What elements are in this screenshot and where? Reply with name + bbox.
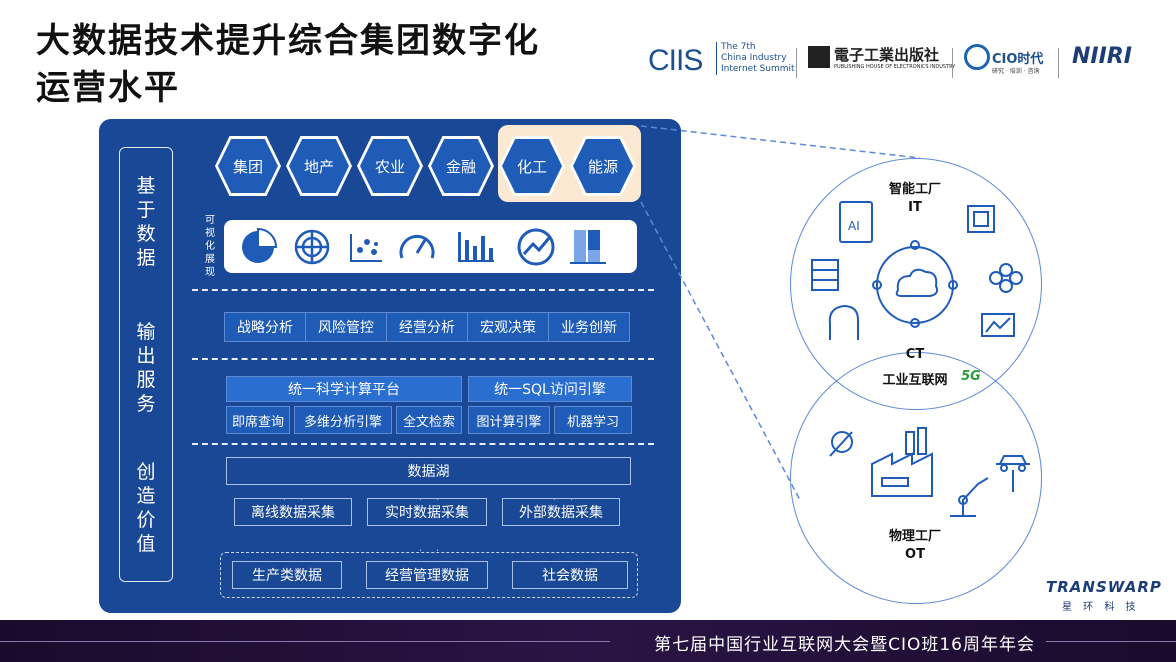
industry-label: 农业 (360, 139, 420, 193)
molecule-icon (989, 263, 1023, 293)
sources-group (220, 552, 638, 598)
ciis-logo: CIIS (648, 44, 703, 77)
server-icon (811, 259, 839, 291)
viz-icons (242, 227, 606, 266)
niiri-logo: NIIRI (1072, 44, 1132, 69)
industry-hex[interactable]: 能源 (570, 136, 636, 196)
side-label-data: 基于数据 (120, 174, 172, 270)
pie-chart-icon (242, 227, 278, 263)
analysis-button[interactable]: 宏观决策 (467, 312, 549, 342)
trend-icon (517, 228, 555, 266)
engine-button[interactable]: 机器学习 (554, 406, 632, 434)
side-label-data-text: 基于数据 (136, 175, 156, 269)
section-divider (192, 289, 654, 291)
brand-logo: TRANSWARP (1046, 578, 1162, 596)
title-line-2: 运营水平 (36, 68, 180, 108)
viz-label: 可视化展现 (205, 215, 215, 278)
footer-text: 第七届中国行业互联网大会暨CIO班16周年年会 (654, 635, 1035, 655)
cio-subtitle: 研究 · 培训 · 咨询 (992, 68, 1040, 75)
cio-icon (964, 44, 990, 70)
industry-hex[interactable]: 集团 (215, 136, 281, 196)
factory-icon (871, 427, 933, 497)
section-divider (192, 443, 654, 445)
engine-button[interactable]: 全文检索 (396, 406, 462, 434)
connector-line-bottom (640, 201, 801, 501)
industry-hex[interactable]: 地产 (286, 136, 352, 196)
value-side-bar: 基于数据 输出服务 创造价值 (119, 147, 173, 582)
industry-hex[interactable]: 化工 (499, 136, 565, 196)
analysis-button[interactable]: 风险管控 (305, 312, 387, 342)
footer-rule-left (0, 641, 610, 642)
engine-button[interactable]: 即席查询 (226, 406, 290, 434)
head-brain-icon (828, 304, 859, 340)
logo-divider (796, 48, 797, 78)
car-lift-icon (996, 455, 1030, 492)
gear-wrench-icon (829, 431, 853, 457)
publisher-logo: 電子工業出版社 (834, 46, 940, 64)
data-lake-box[interactable]: 数据湖 (226, 457, 631, 485)
side-label-value-text: 创造价值 (136, 461, 156, 555)
ciis-sub-3: Internet Summit (721, 64, 795, 74)
viz-icon-bar (224, 220, 637, 273)
cloud-network-icon (872, 240, 958, 328)
radar-icon (294, 229, 330, 265)
sql-engine[interactable]: 统一SQL访问引擎 (468, 376, 632, 402)
compute-platform[interactable]: 统一科学计算平台 (226, 376, 462, 402)
engine-button[interactable]: 图计算引擎 (468, 406, 550, 434)
publisher-icon (808, 46, 830, 68)
ai-document-icon: AI (839, 201, 873, 243)
brand-subtitle: 星 环 科 技 (1062, 602, 1140, 613)
source-box[interactable]: 生产类数据 (232, 561, 342, 589)
collection-box[interactable]: 离线数据采集 (234, 498, 352, 526)
title-line-1: 大数据技术提升综合集团数字化 (36, 21, 540, 61)
collection-box[interactable]: 外部数据采集 (502, 498, 620, 526)
scatter-icon (350, 234, 382, 262)
cio-logo: CIO时代 (992, 52, 1044, 67)
industry-label: 化工 (502, 139, 562, 193)
connector-line-top (640, 125, 921, 159)
monitor-chart-icon (981, 313, 1015, 337)
ot-subtitle: OT (905, 547, 925, 562)
source-box[interactable]: 社会数据 (512, 561, 628, 589)
industry-hex[interactable]: 农业 (357, 136, 423, 196)
industry-hex[interactable]: 金融 (428, 136, 494, 196)
page-title: 大数据技术提升综合集团数字化 运营水平 (36, 18, 540, 112)
ot-title: 物理工厂 (888, 529, 941, 544)
ot-icons (829, 427, 1030, 517)
chip-icon (967, 205, 995, 233)
collection-box[interactable]: 实时数据采集 (367, 498, 487, 526)
it-subtitle: IT (908, 200, 922, 215)
robot-arm-icon (950, 477, 989, 517)
5g-badge: 5G (961, 369, 981, 384)
section-divider (192, 358, 654, 360)
ciis-sub-2: China Industry (721, 53, 787, 63)
bar-chart-icon (458, 232, 494, 262)
it-title: 智能工厂 (888, 182, 941, 197)
industry-label: 金融 (431, 139, 491, 193)
industry-label: 集团 (218, 139, 278, 193)
block-chart-icon (570, 230, 606, 264)
sponsor-logos: CIIS The 7th China Industry Internet Sum… (648, 40, 1148, 84)
analysis-button[interactable]: 业务创新 (548, 312, 630, 342)
ciis-sub-1: The 7th (721, 42, 756, 52)
footer-rule-right (1046, 641, 1176, 642)
ciis-subtitle: The 7th China Industry Internet Summit (716, 42, 795, 75)
it-icons: AI (811, 201, 1023, 340)
gauge-icon (399, 235, 435, 259)
source-box[interactable]: 经营管理数据 (366, 561, 488, 589)
side-label-service: 输出服务 (120, 320, 172, 416)
logo-divider-3 (1058, 48, 1059, 78)
industry-label: 地产 (289, 139, 349, 193)
svg-text:AI: AI (848, 219, 860, 233)
side-label-value: 创造价值 (120, 460, 172, 556)
side-label-service-text: 输出服务 (136, 321, 156, 415)
ot-circle (790, 352, 1042, 604)
ct-subtitle: 工业互联网 (882, 373, 948, 388)
industry-label: 能源 (573, 139, 633, 193)
ct-title: CT (905, 347, 925, 362)
engine-button[interactable]: 多维分析引擎 (294, 406, 392, 434)
publisher-subtitle: PUBLISHING HOUSE OF ELECTRONICS INDUSTRY (834, 64, 956, 70)
logo-divider-2 (952, 48, 953, 78)
